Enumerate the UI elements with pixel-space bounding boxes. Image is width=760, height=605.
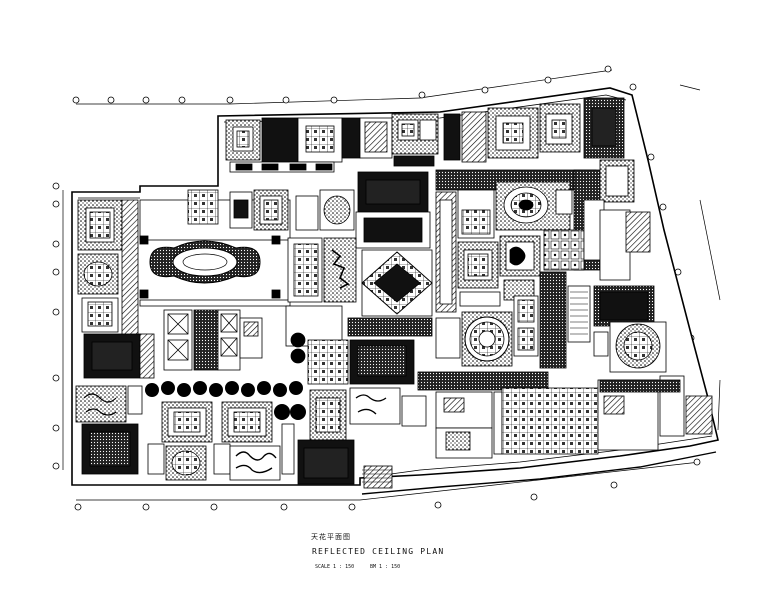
round-ceiling-room (417, 295, 549, 391)
center-bottom-block (297, 339, 427, 489)
elevator-core (163, 309, 263, 371)
drawing-scale: SCALE 1 : 150 (315, 564, 355, 570)
stair-bottom (362, 469, 392, 483)
bottom-right-rooms (435, 375, 713, 459)
planter-row (145, 381, 306, 420)
drawing-scale-alt: BM 1 : 150 (370, 564, 401, 570)
grid-bubbles (52, 65, 707, 511)
left-wing-rooms (75, 199, 155, 475)
middle-column (285, 237, 357, 364)
drawing-title-cn: 天花平面图 (311, 533, 351, 541)
lower-middle-rooms (147, 401, 295, 481)
main-hall (139, 189, 355, 307)
top-dimension-line (62, 69, 721, 501)
drawing-title-en: REFLECTED CEILING PLAN (312, 547, 445, 556)
right-mid-rooms (539, 271, 667, 373)
central-block (347, 171, 457, 337)
top-band-rooms (225, 97, 625, 173)
right-upper-rooms (457, 181, 651, 307)
